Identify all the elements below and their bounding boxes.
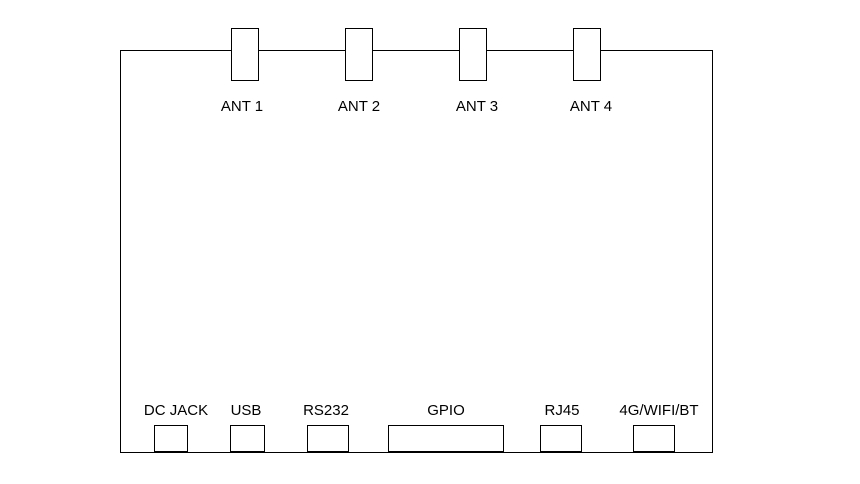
device-enclosure	[120, 50, 713, 453]
antenna-connector-4	[573, 28, 601, 81]
usb-port	[230, 425, 265, 452]
antenna-label-1: ANT 1	[220, 98, 264, 115]
antenna-label-2: ANT 2	[337, 98, 381, 115]
gpio-label: GPIO	[427, 402, 465, 419]
antenna-label-4: ANT 4	[569, 98, 613, 115]
antenna-connector-1	[231, 28, 259, 81]
gpio-header	[388, 425, 504, 452]
wireless-module-label: 4G/WIFI/BT	[619, 402, 699, 419]
antenna-connector-3	[459, 28, 487, 81]
rj45-port	[540, 425, 582, 452]
dc-jack-label: DC JACK	[143, 402, 209, 419]
dc-jack-port	[154, 425, 188, 452]
antenna-label-3: ANT 3	[455, 98, 499, 115]
wireless-module-port	[633, 425, 675, 452]
rs232-port	[307, 425, 349, 452]
antenna-connector-2	[345, 28, 373, 81]
rs232-label: RS232	[303, 402, 349, 419]
usb-label: USB	[230, 402, 262, 419]
rj45-label: RJ45	[544, 402, 580, 419]
